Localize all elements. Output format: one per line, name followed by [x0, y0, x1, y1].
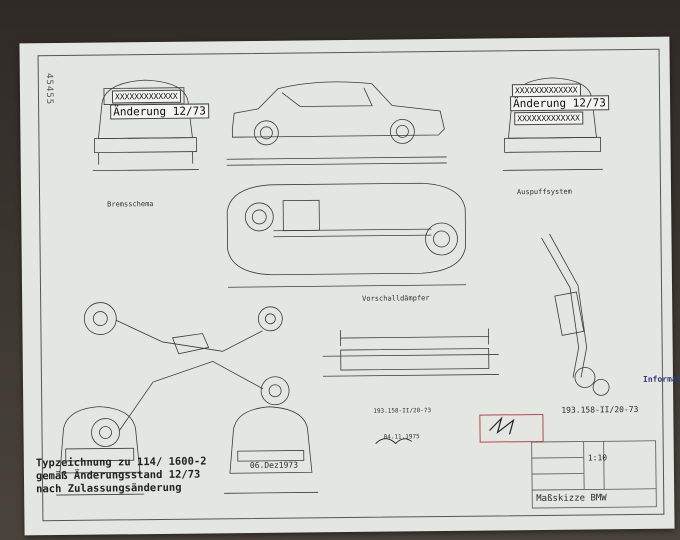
front-view-bottom: [56, 406, 145, 496]
drawing-number: 193.158-II/20-73: [561, 404, 639, 415]
red-stamp: [479, 413, 544, 443]
rear-view-bottom: [224, 406, 319, 494]
plan-view: [226, 182, 466, 288]
rear-plate-change: Änderung 12/73: [510, 95, 609, 112]
title-text: Typzeichnung zu 114/ 1600-2 gemäß Änderu…: [36, 455, 207, 496]
brake-schematic: [83, 302, 290, 447]
front-plate-change: Änderung 12/73: [110, 103, 209, 120]
brake-section-title: Bremsschema: [107, 200, 154, 209]
drawing-date: 06.Dez1973: [249, 460, 299, 471]
title-line-3: nach Zulassungsänderung: [36, 481, 182, 496]
stamp-signature: [375, 438, 412, 445]
exhaust-section-title: Auspuffsystem: [516, 187, 572, 197]
scale-label: 1:10: [587, 453, 608, 463]
blue-stamp: Informationen: [642, 374, 680, 384]
title-block-grid: [531, 440, 657, 509]
exhaust-drawing: [541, 233, 610, 396]
muffler-drawing: [322, 328, 499, 377]
front-plate-x: XXXXXXXXXXXXX: [111, 89, 181, 104]
blueprint-sheet: 45455: [19, 36, 680, 536]
side-view: [226, 81, 447, 166]
muffler-section-title: Vorschalldämpfer: [362, 294, 430, 303]
signature: [489, 416, 515, 435]
drawing-caption: Maßskizze BMW: [536, 493, 607, 505]
stamp-date: 04.11.1975: [383, 433, 420, 441]
rear-plate-x-bottom: XXXXXXXXXXXXX: [514, 111, 583, 126]
stamp-ref: 193.158-II/20-73: [373, 407, 432, 415]
